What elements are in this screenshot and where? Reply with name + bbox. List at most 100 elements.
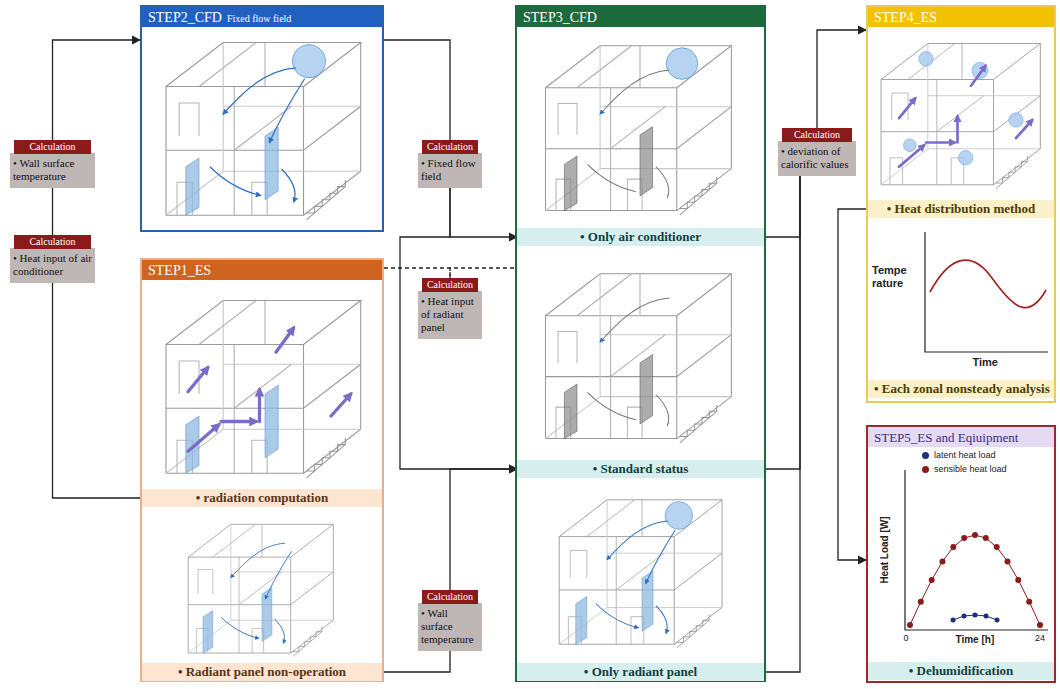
temperature-chart xyxy=(930,260,1046,308)
step1-nonoperation-illustration xyxy=(188,524,333,656)
header-title: STEP2_CFD xyxy=(148,10,222,25)
step2-illustration xyxy=(293,45,326,78)
heat-load-chart xyxy=(950,544,956,550)
connector xyxy=(764,176,800,672)
step-panel: STEP1_ES • radiation computation • Radiant… xyxy=(140,258,384,682)
step1-radiation-illustration xyxy=(188,328,351,451)
band-text: • Standard status xyxy=(593,461,689,477)
connector xyxy=(53,283,143,498)
step2-illustration xyxy=(166,43,361,220)
calculation-tag: Calculation xyxy=(422,278,478,292)
calculation-body: • Wall surface temperature xyxy=(418,603,482,651)
calculation-text: • Heat input of air conditioner xyxy=(13,252,92,277)
step2-illustration xyxy=(166,43,361,220)
band-text: • radiation computation xyxy=(196,490,328,506)
step3-ac-illustration xyxy=(546,46,732,215)
label-band: • Dehumidification xyxy=(868,662,1054,680)
calculation-text: • Fixed flow field xyxy=(421,157,476,182)
connector xyxy=(450,469,517,590)
band-text: • Heat distribution method xyxy=(887,201,1036,217)
step3-ac-illustration xyxy=(588,70,670,198)
heat-load-chart xyxy=(907,532,1043,628)
tag-text: Calculation xyxy=(427,141,473,152)
legend-swatch xyxy=(922,466,929,473)
panel-header: STEP2_CFD Fixed flow field xyxy=(142,7,382,27)
step4-illustration xyxy=(881,44,1040,189)
step3-ac-illustration xyxy=(546,46,732,215)
step-panel: STEP2_CFD Fixed flow field xyxy=(140,5,384,232)
connector xyxy=(384,268,450,278)
step2-illustration xyxy=(210,68,305,202)
legend-entry: sensible heat load xyxy=(922,464,1007,475)
connector xyxy=(838,209,868,560)
step3-ac-illustration xyxy=(666,48,698,80)
connector xyxy=(817,30,866,128)
step1-nonoperation-illustration xyxy=(188,524,333,656)
calculation-box: Calculation • Heat input of air condition… xyxy=(10,235,95,283)
axis-label: Tempe rature xyxy=(872,264,916,290)
legend-text: latent heat load xyxy=(934,450,996,460)
heat-load-chart xyxy=(1037,622,1043,628)
panel-header: STEP1_ES xyxy=(142,260,382,280)
step1-radiation-illustration xyxy=(186,385,278,473)
header-subtitle: Fixed flow field xyxy=(227,13,291,24)
step3-panel-illustration xyxy=(596,521,675,633)
heat-load-chart xyxy=(1026,599,1032,605)
tag-text: Calculation xyxy=(427,591,473,602)
step-panel: STEP4_ES • Heat distribution method • Each… xyxy=(866,5,1056,403)
heat-load-chart xyxy=(984,614,989,619)
label-band: • Standard status xyxy=(517,460,764,478)
connector xyxy=(382,651,450,672)
connector xyxy=(764,176,800,469)
axis-title: Heat Load [W] xyxy=(878,516,890,583)
axis-label: 0 xyxy=(904,633,909,644)
label-band: • Heat distribution method xyxy=(868,200,1054,218)
band-text: • Each zonal nonsteady analysis xyxy=(874,381,1050,397)
step3-standard-illustration xyxy=(564,355,652,439)
label-band: • Only air conditioner xyxy=(517,228,764,246)
step4-illustration xyxy=(881,44,1040,189)
axis-label: 24 xyxy=(1035,633,1045,644)
connector xyxy=(52,188,53,235)
step3-standard-illustration xyxy=(546,274,732,443)
label-band: • Radiant panel non-operation xyxy=(142,663,382,681)
tag-text: Calculation xyxy=(427,279,473,290)
calculation-body: • Fixed flow field xyxy=(418,153,482,188)
calculation-body: • Heat input of air conditioner xyxy=(10,248,95,283)
heat-load-chart xyxy=(961,535,967,541)
step1-nonoperation-illustration xyxy=(203,587,272,653)
heat-load-chart xyxy=(995,618,1000,623)
calculation-tag: Calculation xyxy=(422,590,478,604)
calculation-text: • Heat input of radiant panel xyxy=(421,295,474,333)
step-panel: STEP3_CFD • Only air conditioner • Standar… xyxy=(515,5,766,682)
heat-load-chart xyxy=(1015,577,1021,583)
heat-load-chart xyxy=(973,613,978,618)
heat-load-chart xyxy=(918,599,924,605)
legend-entry: latent heat load xyxy=(922,450,996,461)
calculation-box: Calculation • Heat input of radiant panel xyxy=(418,278,482,339)
calculation-body: • Wall surface temperature xyxy=(10,153,95,188)
band-text: • Only air conditioner xyxy=(580,229,701,245)
heat-load-chart xyxy=(905,470,1048,630)
step1-radiation-illustration xyxy=(166,301,361,478)
legend-swatch xyxy=(922,452,929,459)
calculation-box: Calculation• Wall surface temperature xyxy=(10,140,95,188)
heat-load-chart xyxy=(905,470,1048,630)
calculation-box: Calculation • Wall surface temperature xyxy=(418,590,482,651)
calculation-body: • Heat input of radiant panel xyxy=(418,291,482,339)
tag-text: Calculation xyxy=(29,236,75,247)
calculation-text: • Wall surface temperature xyxy=(421,607,474,645)
heat-load-chart xyxy=(910,535,1040,625)
calculation-text: • deviation of calorific values xyxy=(781,145,849,170)
panel-header: STEP4_ES xyxy=(868,7,1054,27)
panel-header: STEP3_CFD xyxy=(517,7,764,27)
connector xyxy=(400,188,517,469)
heat-load-chart xyxy=(972,532,978,538)
heat-load-chart xyxy=(940,558,946,564)
step1-radiation-illustration xyxy=(166,301,361,478)
header-title: STEP4_ES xyxy=(874,10,937,25)
step1-nonoperation-illustration xyxy=(221,543,292,643)
step3-standard-illustration xyxy=(546,274,732,443)
